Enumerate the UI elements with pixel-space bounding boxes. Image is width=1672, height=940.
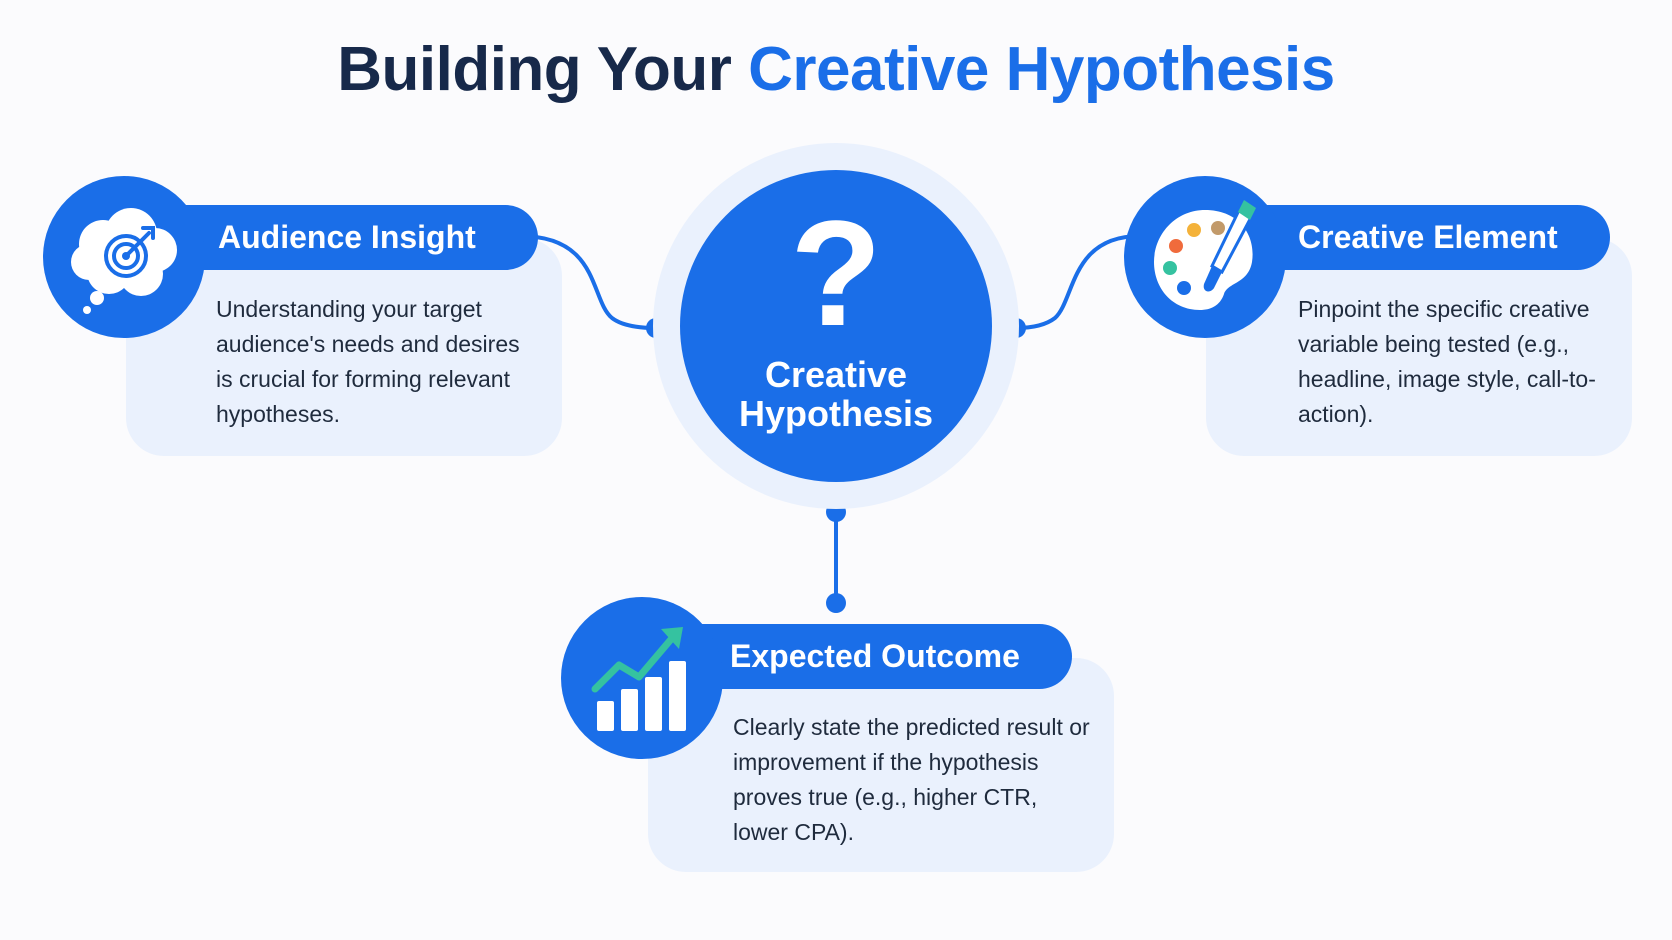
connector-left bbox=[519, 234, 657, 330]
growth-bar-chart-icon bbox=[591, 627, 686, 731]
audience-title-pill: Audience Insight bbox=[150, 205, 538, 270]
outcome-icon-circle bbox=[561, 597, 723, 759]
outcome-description: Clearly state the predicted result or im… bbox=[733, 714, 1090, 845]
hub-label-line-1: Creative bbox=[764, 354, 908, 395]
hub-creative-hypothesis: ? Creative Hypothesis bbox=[680, 170, 992, 482]
creative-title: Creative Element bbox=[1298, 219, 1558, 255]
paint-palette-brush-icon bbox=[1154, 197, 1258, 310]
creative-icon-circle bbox=[1124, 176, 1286, 338]
page-title: Building Your Creative Hypothesis bbox=[0, 34, 1672, 105]
audience-icon-circle bbox=[43, 176, 205, 338]
hub-label-line-2: Hypothesis bbox=[738, 393, 934, 434]
audience-description: Understanding your target audience's nee… bbox=[216, 296, 520, 427]
connector-dot-outcome bbox=[826, 593, 846, 613]
creative-title-pill: Creative Element bbox=[1150, 205, 1610, 270]
audience-title: Audience Insight bbox=[218, 219, 476, 255]
hub-label: Creative Hypothesis bbox=[680, 355, 992, 433]
target-in-thought-bubble-icon bbox=[71, 208, 177, 314]
outcome-card bbox=[648, 658, 1114, 872]
outcome-title: Expected Outcome bbox=[730, 638, 1020, 674]
creative-description: Pinpoint the specific creative variable … bbox=[1298, 296, 1596, 427]
title-part-2: Creative Hypothesis bbox=[748, 35, 1335, 104]
question-mark-icon: ? bbox=[790, 189, 882, 357]
title-part-1: Building Your bbox=[337, 35, 732, 104]
connector-right bbox=[1015, 234, 1141, 330]
